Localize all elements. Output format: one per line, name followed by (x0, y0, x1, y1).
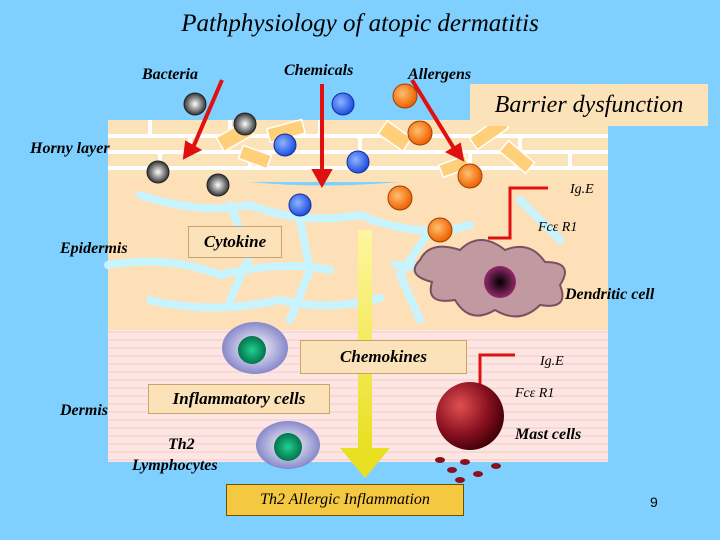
label-inflammatory-cells: Inflammatory cells (148, 384, 330, 414)
page-number: 9 (650, 494, 658, 510)
label-lymphocytes: Lymphocytes (132, 457, 218, 475)
label-chemicals: Chemicals (284, 62, 353, 80)
label-cytokine: Cytokine (188, 226, 282, 258)
label-ige-top: Ig.E (570, 182, 594, 198)
label-ige-bottom: Ig.E (540, 354, 564, 370)
label-bacteria: Bacteria (142, 66, 198, 84)
label-dendritic-cell: Dendritic cell (565, 286, 654, 304)
label-horny-layer: Horny layer (30, 140, 110, 158)
label-fcer1-bottom: Fcε R1 (515, 386, 554, 402)
barrier-dysfunction-label: Barrier dysfunction (470, 84, 708, 126)
label-th2: Th2 (168, 436, 195, 454)
label-allergens: Allergens (408, 66, 471, 84)
label-fcer1-top: Fcε R1 (538, 220, 577, 236)
label-th2-allergic-inflammation: Th2 Allergic Inflammation (226, 484, 464, 516)
label-epidermis: Epidermis (60, 240, 128, 258)
label-mast-cells: Mast cells (515, 426, 581, 444)
label-chemokines: Chemokines (300, 340, 467, 374)
page-title: Pathphysiology of atopic dermatitis (0, 10, 720, 38)
label-dermis: Dermis (60, 402, 108, 420)
